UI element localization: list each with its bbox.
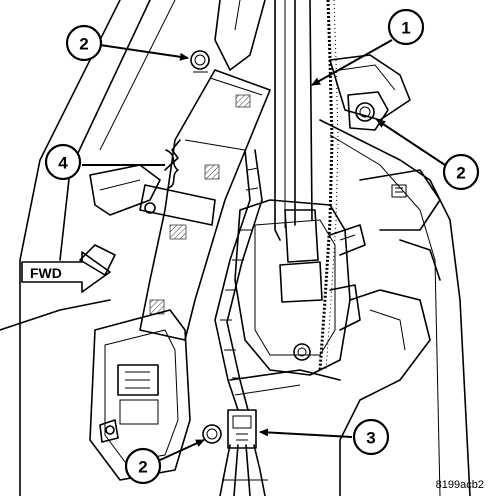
callout-2-top: 2 (65, 24, 103, 62)
figure-code: 8199acb2 (436, 479, 484, 491)
svg-text:1: 1 (401, 19, 410, 38)
fwd-label: FWD (30, 265, 62, 281)
upper-bolt (190, 50, 210, 73)
callout-2-right: 2 (442, 153, 480, 191)
lower-anchor (89, 309, 191, 481)
callout-3: 3 (352, 418, 390, 456)
svg-text:3: 3 (366, 429, 375, 448)
callout-4: 4 (44, 143, 82, 181)
connector (227, 409, 257, 449)
callout-2-bottom: 2 (124, 447, 162, 485)
svg-text:4: 4 (58, 154, 68, 173)
lower-bolt (202, 424, 222, 444)
seat-belt-webbing (139, 69, 271, 341)
wire-harness (214, 149, 268, 496)
leader-lines (82, 39, 446, 461)
retractor-assembly (234, 0, 366, 376)
svg-text:2: 2 (138, 458, 147, 477)
svg-text:2: 2 (79, 35, 88, 54)
fwd-arrow: FWD (21, 251, 111, 293)
svg-text:2: 2 (456, 164, 465, 183)
body-panel (0, 0, 471, 496)
callout-1: 1 (387, 8, 425, 46)
